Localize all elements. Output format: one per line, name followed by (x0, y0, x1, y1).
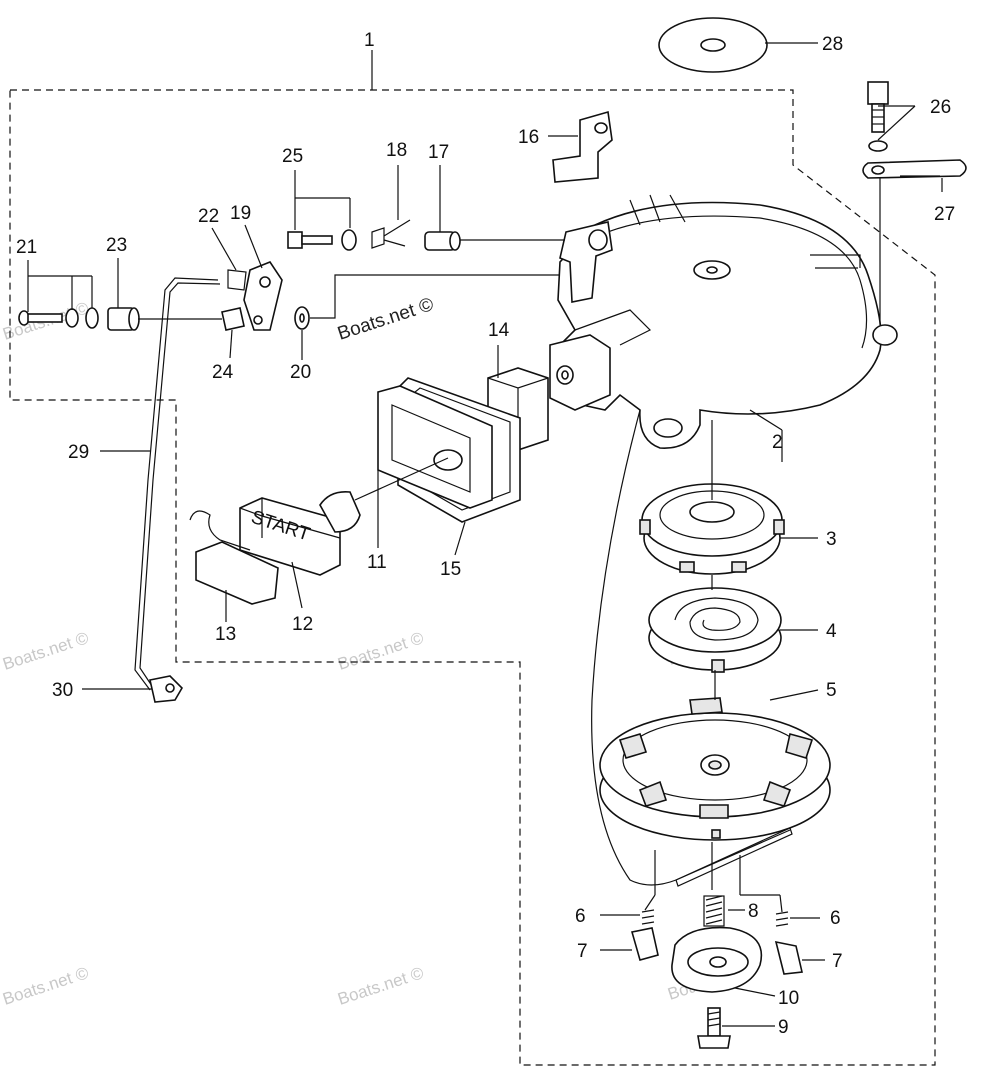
callout-7-right: 7 (832, 951, 843, 972)
callout-16: 16 (518, 127, 539, 148)
part-10-plate (671, 926, 763, 993)
callout-5: 5 (826, 680, 837, 701)
part-22-clip (227, 269, 247, 291)
part-18-spring (371, 219, 411, 249)
callout-10: 10 (778, 988, 799, 1009)
part-16-bracket (552, 110, 613, 183)
callout-17: 17 (428, 142, 449, 163)
callout-3: 3 (826, 529, 837, 550)
watermark: Boats.net © (335, 963, 426, 1009)
part-7-pawl-right (774, 940, 803, 975)
callout-21: 21 (16, 237, 37, 258)
watermark: Boats.net © (0, 628, 91, 674)
part-12-handle: START (239, 457, 449, 576)
callout-19: 19 (230, 203, 251, 224)
assembly-boundary (9, 89, 936, 1066)
callout-18: 18 (386, 140, 407, 161)
part-9-bolt (697, 1007, 731, 1049)
part-6-spring-left (641, 909, 655, 925)
part-21-screw (18, 307, 99, 329)
callout-30: 30 (52, 680, 73, 701)
part-19-plate (243, 261, 283, 331)
callout-24: 24 (212, 362, 234, 383)
part-3-pulley (639, 483, 785, 575)
part-25-bolt (287, 229, 357, 251)
callout-29: 29 (68, 442, 89, 463)
leader-lines (27, 42, 943, 1027)
part-29-rod (134, 277, 219, 691)
callout-14: 14 (488, 320, 510, 341)
callout-4: 4 (826, 621, 837, 642)
part-27-strap (862, 159, 967, 179)
callout-6-right: 6 (830, 908, 841, 929)
watermark-main: Boats.net © (335, 294, 436, 345)
part-4-spring (648, 587, 782, 673)
part-24-clip (221, 307, 245, 331)
part-20-washer (294, 306, 310, 330)
part-2-housing (549, 194, 898, 449)
part-17-bushing (424, 231, 461, 251)
part-5-reel (599, 697, 831, 841)
part-7-pawl-left (630, 927, 659, 961)
callout-23: 23 (106, 235, 127, 256)
part-13-insert (189, 510, 279, 605)
part-30-clip (149, 675, 184, 703)
part-26-bolt (867, 81, 889, 152)
callout-12: 12 (292, 614, 313, 635)
callout-7-left: 7 (577, 941, 588, 962)
watermark: Boats.net © (0, 963, 91, 1009)
callout-26: 26 (930, 97, 951, 118)
part-23-bushing (107, 307, 140, 331)
part-28-washer (658, 17, 768, 73)
callout-11: 11 (367, 552, 387, 573)
callout-15: 15 (440, 559, 461, 580)
callout-labels: 1 2 3 4 5 6 6 7 7 8 9 10 11 12 13 14 15 … (16, 30, 955, 1038)
callout-1: 1 (364, 30, 375, 51)
callout-25: 25 (282, 146, 303, 167)
callout-2: 2 (772, 432, 783, 453)
callout-6-left: 6 (575, 906, 586, 927)
part-6-spring-right (775, 911, 789, 927)
callout-9: 9 (778, 1017, 789, 1038)
callout-8: 8 (748, 901, 759, 922)
callout-20: 20 (290, 362, 311, 383)
callout-27: 27 (934, 204, 955, 225)
watermark: Boats.net © (335, 628, 426, 674)
callout-28: 28 (822, 34, 843, 55)
part-8-spring (703, 895, 725, 927)
starter-rope (591, 409, 791, 886)
callout-22: 22 (198, 206, 219, 227)
callout-13: 13 (215, 624, 236, 645)
